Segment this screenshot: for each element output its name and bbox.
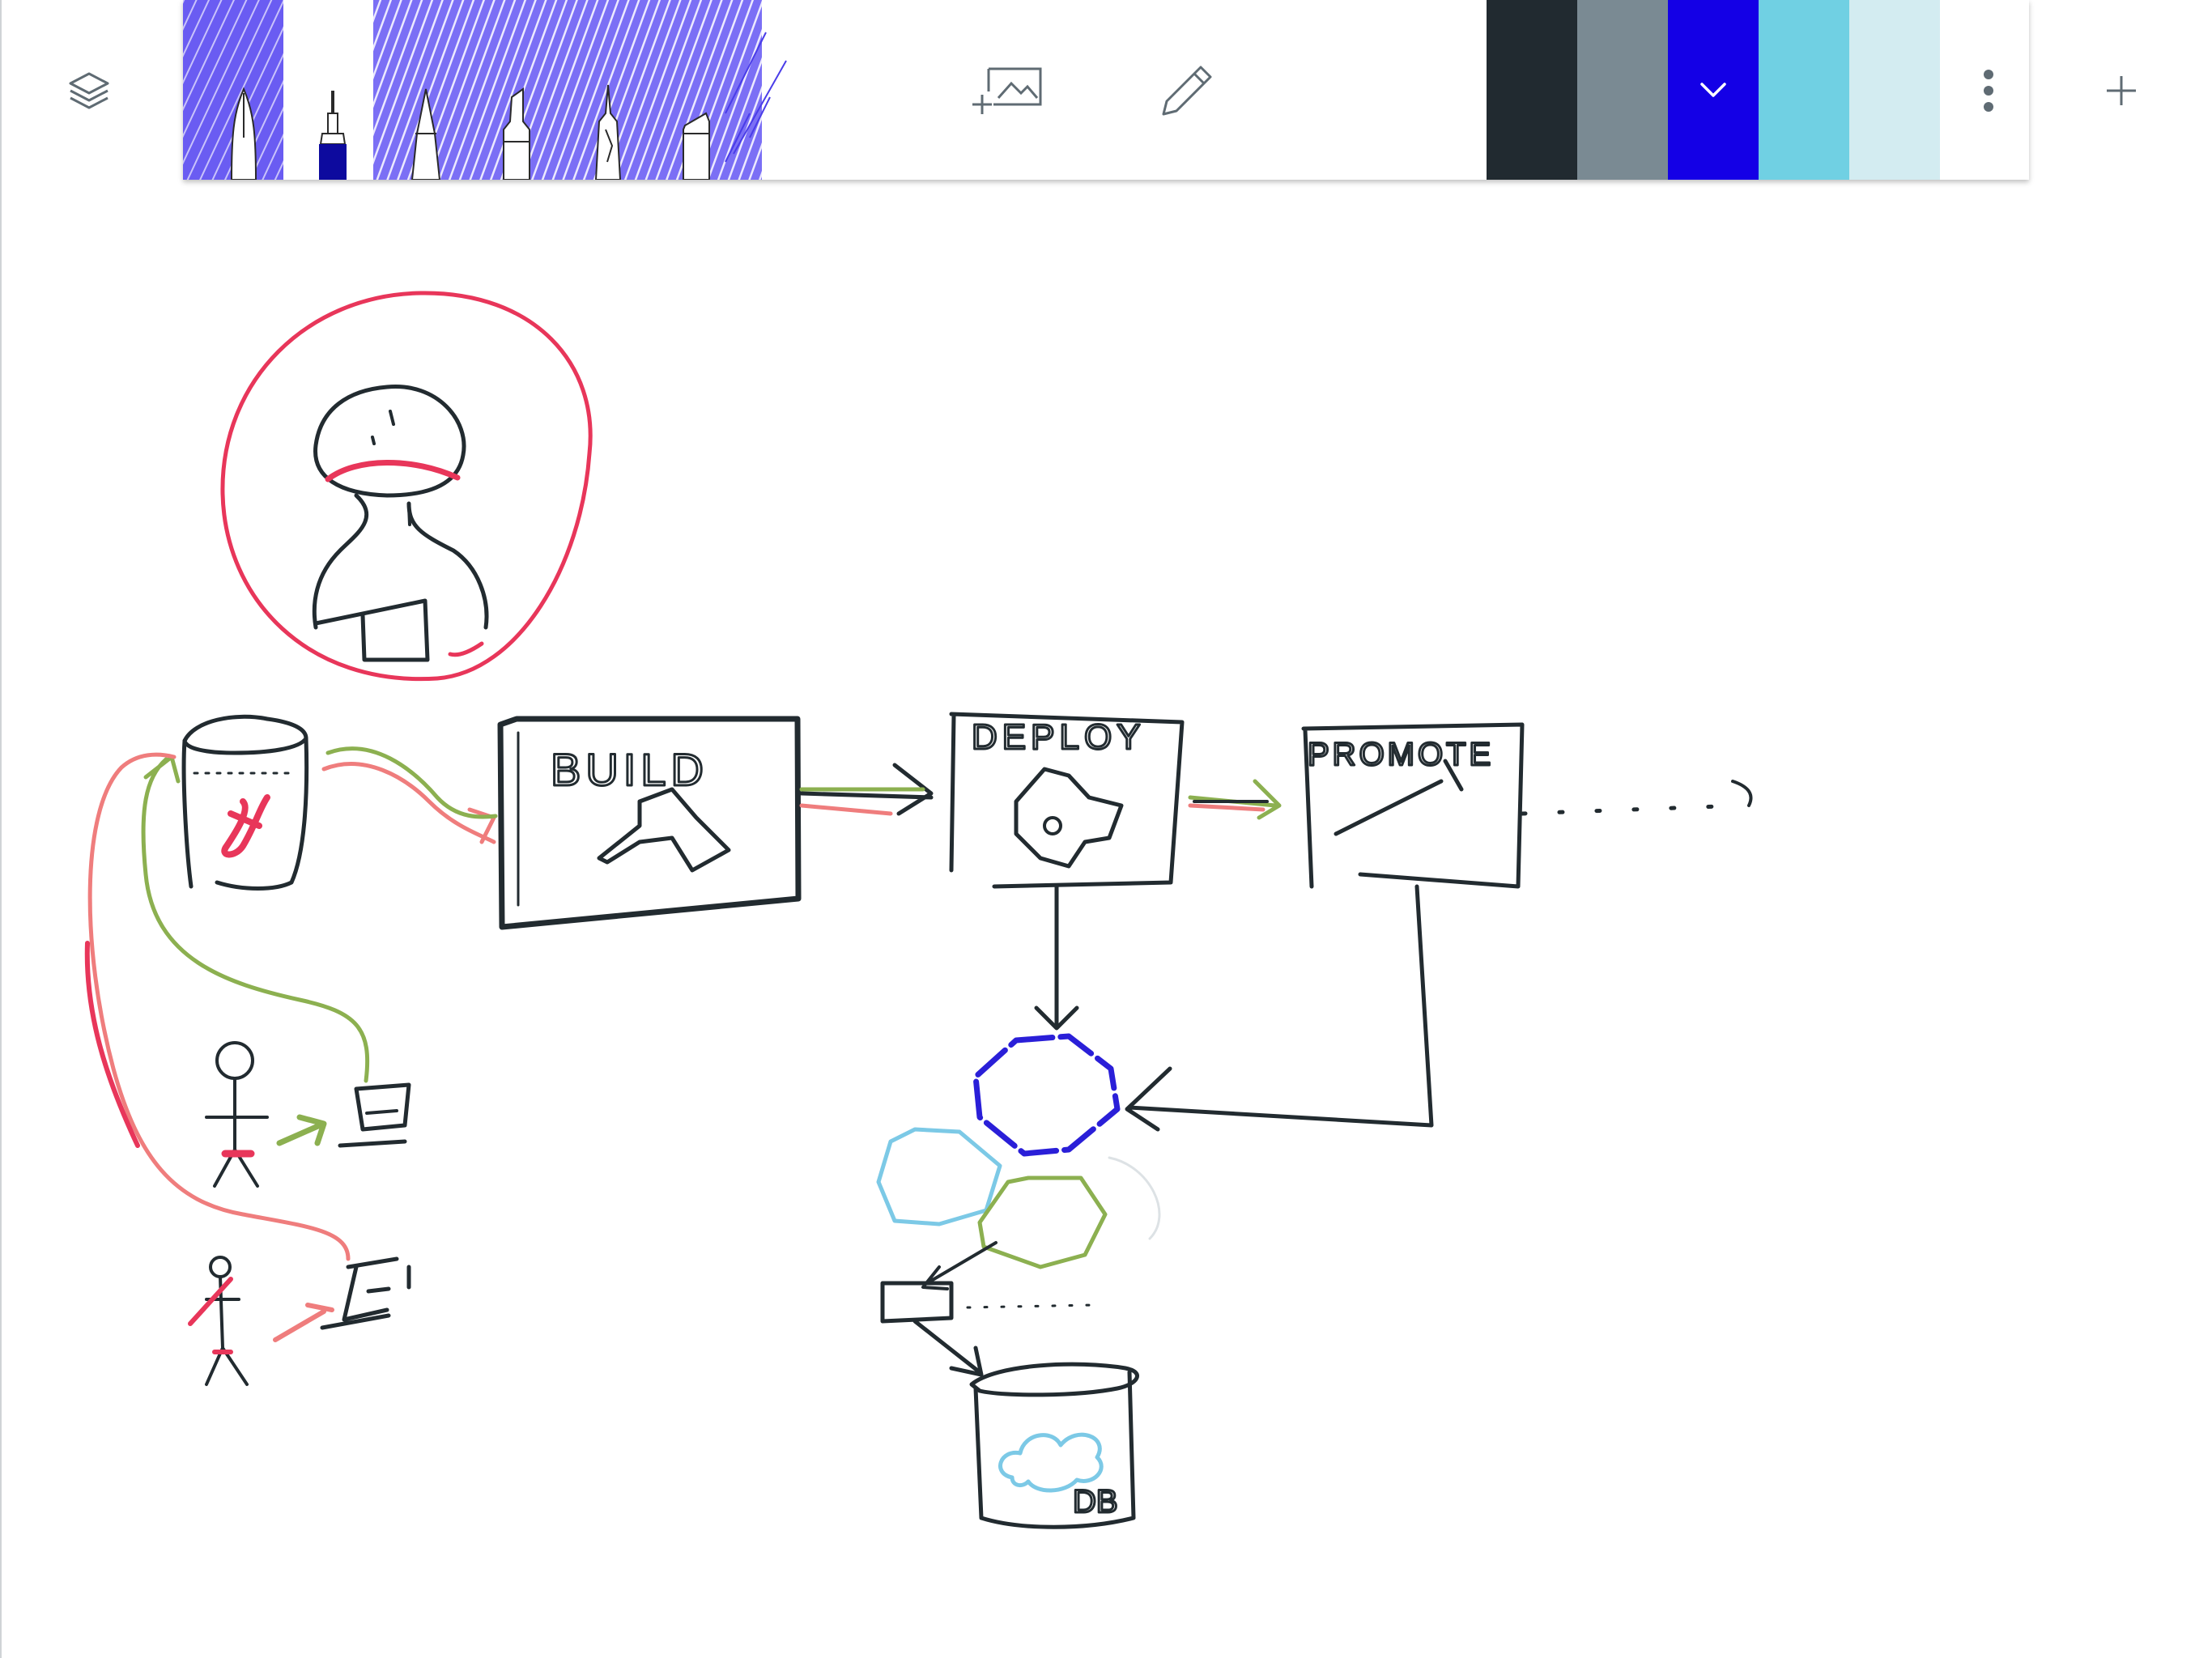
repository-bucket-sketch: [181, 714, 309, 891]
insert-image-button[interactable]: [960, 52, 1057, 130]
layers-button[interactable]: [49, 50, 130, 131]
head: [313, 385, 466, 498]
color-palette: [1487, 0, 1940, 180]
fountain-pen-icon[interactable]: [215, 0, 272, 180]
add-button[interactable]: [2081, 50, 2162, 131]
red-circle: [220, 291, 593, 682]
cloud-icon-sketch: [998, 1432, 1104, 1493]
pencil-icon: [1162, 66, 1212, 116]
color-swatch-gray[interactable]: [1577, 0, 1668, 180]
green-hexagon: [977, 1175, 1108, 1269]
database-sketch: DB: [969, 1362, 1139, 1529]
developer-2-sketch: [188, 1256, 411, 1386]
technical-pen-icon[interactable]: [304, 0, 361, 180]
laptop-1: [338, 1082, 411, 1148]
arrow-promote-to-cluster: [1125, 884, 1434, 1132]
sad-user-sketch: [220, 291, 593, 682]
arrow-deploy-to-cluster: [1034, 884, 1079, 1031]
color-swatch-blue-selected[interactable]: [1668, 0, 1759, 180]
pencil-button[interactable]: [1138, 52, 1236, 130]
arrow-box-to-db: [912, 1319, 984, 1377]
chisel-marker-icon[interactable]: [489, 0, 546, 180]
add-icon: [2107, 76, 2136, 105]
brush-tray: [183, 0, 798, 180]
color-swatch-pale-blue[interactable]: [1849, 0, 1940, 180]
build-stage-sketch: BUILD: [497, 716, 802, 930]
light-blue-hexagon: [876, 1127, 1002, 1226]
drawing-toolbar: [183, 0, 2029, 180]
build-label: BUILD: [551, 744, 708, 795]
laptop-2: [320, 1256, 411, 1330]
dotted-continuation: [1520, 803, 1743, 816]
arrow-deploy-to-promote: [1188, 779, 1282, 820]
blue-hexagon: [972, 1033, 1121, 1157]
arrow-build-to-deploy: [799, 763, 934, 816]
green-commit-line: [141, 755, 370, 1083]
marker-icon[interactable]: [398, 0, 454, 180]
arrow-cluster-to-box: [921, 1241, 998, 1290]
color-swatch-cyan[interactable]: [1759, 0, 1849, 180]
frown: [325, 460, 461, 483]
arrow-repo-to-build: [321, 762, 496, 844]
chevron-down-icon: [1700, 83, 1726, 97]
promote-label: PROMOTE: [1308, 737, 1494, 772]
brush-pen-icon[interactable]: [580, 0, 636, 180]
deploy-label: DEPLOY: [972, 717, 1146, 757]
small-box: [880, 1281, 954, 1324]
body: [312, 493, 489, 630]
deploy-stage-sketch: DEPLOY: [949, 712, 1185, 889]
more-options-button[interactable]: [1964, 57, 2013, 125]
layers-icon: [69, 72, 109, 109]
more-vertical-icon: [1984, 70, 1993, 112]
developer-1-sketch: [205, 1041, 411, 1188]
db-label: DB: [1073, 1484, 1118, 1520]
insert-image-icon: [972, 67, 1042, 114]
color-swatch-dark[interactable]: [1487, 0, 1577, 180]
red-commit-line: [87, 752, 351, 1261]
promote-stage-sketch: PROMOTE: [1301, 722, 1525, 889]
highlighter-icon[interactable]: [669, 0, 725, 180]
canvas-edge: [0, 0, 2, 1658]
